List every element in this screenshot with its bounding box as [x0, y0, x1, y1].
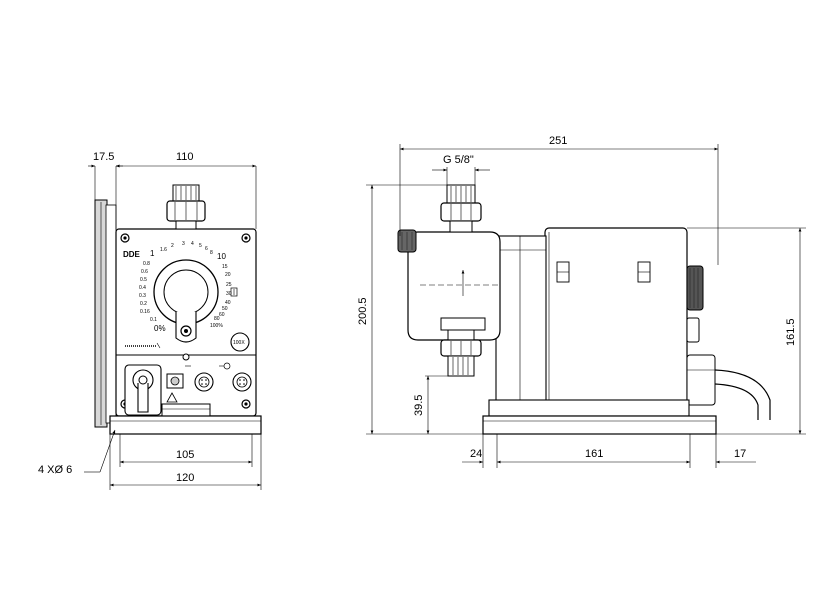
scale-right-2: 25 [226, 282, 232, 288]
scale-top-0: 1.6 [160, 247, 167, 253]
scale-top-3: 4 [191, 241, 194, 247]
dial-scale-right: 15 20 25 30 40 50 60 80 100% [210, 264, 232, 329]
100x-button[interactable]: 100X [230, 332, 250, 352]
brand-logo [125, 342, 161, 349]
scale-left-2: 0.6 [141, 269, 148, 275]
side-base-plate [482, 399, 717, 435]
mounting-plate-side [94, 199, 117, 428]
suction-connector [440, 329, 482, 377]
capacity-knob-icon[interactable] [686, 265, 704, 343]
100x-button-label: 100X [233, 340, 245, 346]
power-cable [686, 354, 771, 420]
scale-right-3: 30 [226, 291, 232, 297]
discharge-connector [440, 184, 482, 233]
connector-port-2[interactable] [232, 372, 252, 392]
dim-offset: 17.5 [93, 151, 114, 163]
scale-top-4: 5 [199, 243, 202, 249]
scale-left-7: 0.16 [140, 309, 150, 315]
scale-top-2: 3 [182, 241, 185, 247]
scale-left-1: 0.8 [143, 261, 150, 267]
dosing-head [407, 231, 501, 341]
status-lamp-icon [182, 353, 190, 361]
scale-right-5: 50 [222, 306, 228, 312]
dosing-dial [153, 259, 219, 343]
dim-holes: 4 XØ 6 [38, 464, 72, 476]
deaeration-knob-icon[interactable] [397, 229, 417, 253]
front-top-connector [166, 184, 206, 230]
dim-total-height: 200.5 [357, 297, 369, 325]
corner-screws [120, 233, 251, 409]
scale-left-4: 0.4 [139, 285, 146, 291]
scale-top-6: 8 [210, 250, 213, 256]
port-symbols-icon [185, 362, 231, 370]
dim-inlet-height: 39.5 [413, 395, 425, 416]
dim-base-width: 105 [176, 449, 194, 461]
scale-left-3: 0.5 [140, 277, 147, 283]
dim-mount-spacing: 161 [585, 448, 603, 460]
motor-housing [544, 227, 688, 415]
dim-connection: G 5/8" [443, 154, 474, 166]
model-label: DDE [123, 250, 141, 259]
front-view: DDE 1 0.8 0.6 0.5 0.4 0.3 0.2 0.16 0.1 0… [94, 184, 262, 435]
dim-left-offset: 24 [470, 448, 482, 460]
scale-right-7: 80 [214, 316, 220, 322]
dim-overall-length: 251 [549, 135, 567, 147]
hand-symbol-icon [230, 287, 238, 297]
drive-section [495, 235, 547, 407]
scale-right-6: 60 [219, 312, 225, 318]
signal-port-icon[interactable] [166, 373, 184, 389]
side-view [397, 184, 771, 435]
scale-top-5: 6 [205, 246, 208, 252]
scale-right-4: 40 [225, 300, 231, 306]
side-dimensions: 251 G 5/8" 200.5 39.5 161.5 24 161 17 [357, 135, 806, 468]
scale-top-7: 10 [217, 252, 226, 261]
dim-total-width: 120 [176, 472, 194, 484]
scale-left-6: 0.2 [140, 301, 147, 307]
scale-left-8: 0.1 [150, 317, 157, 323]
scale-left-5: 0.3 [139, 293, 146, 299]
dim-body-height: 161.5 [785, 318, 797, 346]
dial-scale-left: 1 0.8 0.6 0.5 0.4 0.3 0.2 0.16 0.1 0% [139, 249, 166, 333]
lower-control-panel [124, 362, 252, 419]
front-dimensions: 17.5 110 105 120 4 XØ 6 [38, 151, 262, 490]
scale-right-8: 100% [210, 323, 223, 329]
scale-right-1: 20 [225, 272, 231, 278]
scale-left-0: 1 [150, 249, 155, 258]
front-base-plate [109, 415, 262, 435]
warning-icon [166, 392, 178, 403]
dim-width-top: 110 [176, 151, 194, 163]
dim-right-offset: 17 [734, 448, 746, 460]
connector-port-1[interactable] [194, 372, 214, 392]
scale-top-1: 2 [171, 243, 174, 249]
scale-left-9: 0% [154, 324, 166, 333]
scale-right-0: 15 [222, 264, 228, 270]
dial-scale-top: 1.6 2 3 4 5 6 8 10 [160, 241, 226, 261]
